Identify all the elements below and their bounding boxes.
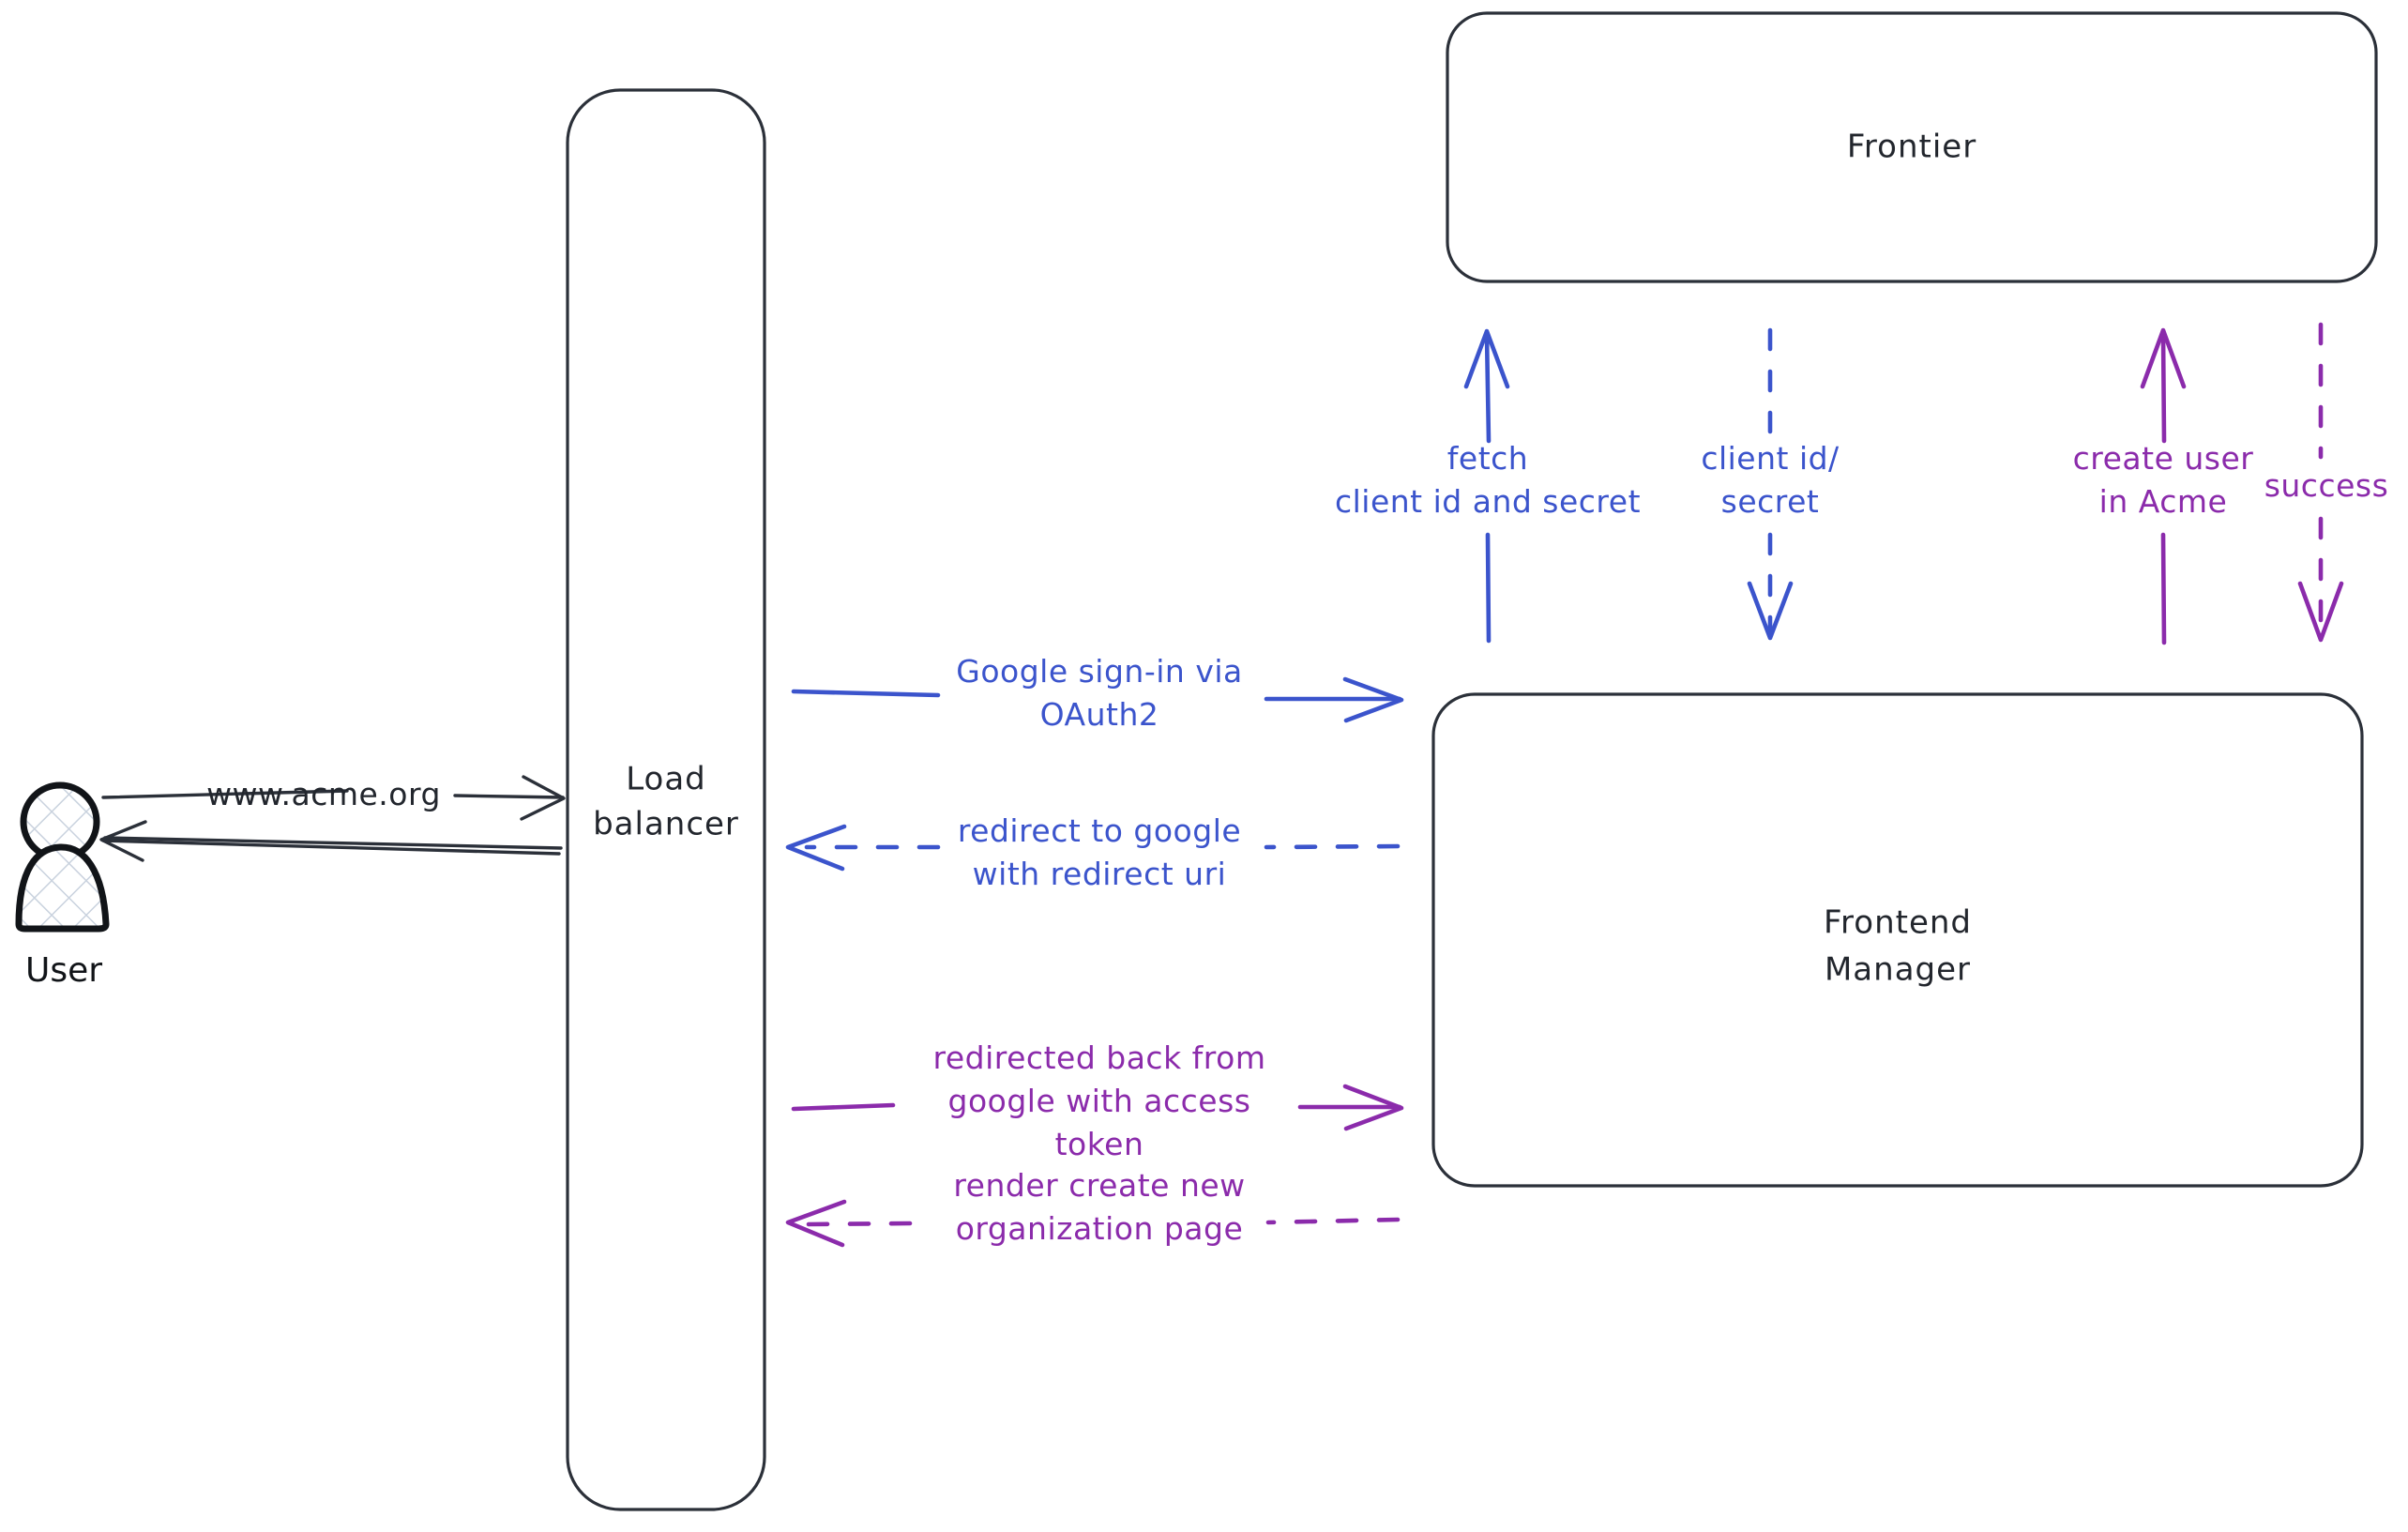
edge-label-redirect-line1: redirect to google <box>958 812 1241 849</box>
frontend-manager-label-line2: Manager <box>1825 951 1971 989</box>
edge-label-user-to-lb: www.acme.org <box>206 776 441 812</box>
frontend-manager-box <box>1431 692 2364 1188</box>
node-load-balancer[interactable]: Load balancer <box>566 88 766 1511</box>
edge-frontier-to-fm-success <box>2297 322 2344 643</box>
node-frontier[interactable]: Frontier <box>1446 11 2378 283</box>
edge-label-signin-line2: OAuth2 <box>1040 696 1159 733</box>
edge-label-success: success <box>2264 467 2389 504</box>
load-balancer-label-line1: Load <box>626 761 706 798</box>
edge-label-create-user-line2: in Acme <box>2099 483 2228 520</box>
edge-label-creds-line2: secret <box>1721 483 1820 520</box>
edge-lb-to-fm-token <box>791 1084 1404 1131</box>
edge-label-signin-line1: Google sign-in via <box>956 653 1242 690</box>
user-label: User <box>25 951 102 990</box>
edge-label-token-line3: token <box>1055 1126 1144 1162</box>
edge-label-fetch-line2: client id and secret <box>1335 483 1641 520</box>
edge-fm-to-lb-render <box>785 1199 1401 1248</box>
edge-label-render-line2: organization page <box>956 1210 1244 1247</box>
edge-label-fetch-line1: fetch <box>1447 440 1528 477</box>
edge-fm-to-frontier-create-user <box>2140 327 2187 645</box>
node-frontend-manager[interactable]: Frontend Manager <box>1431 692 2364 1188</box>
user-avatar-icon-body <box>15 843 110 933</box>
edge-frontier-to-fm-creds <box>1747 327 1794 641</box>
edge-lb-to-fm-signin <box>791 676 1404 723</box>
frontier-label: Frontier <box>1847 129 1976 166</box>
edge-label-create-user-line1: create user <box>2073 440 2254 477</box>
avatar <box>15 781 110 933</box>
frontend-manager-label-line1: Frontend <box>1824 904 1972 942</box>
load-balancer-box <box>566 88 766 1511</box>
edge-label-token-line2: google with access <box>948 1083 1251 1119</box>
edge-label-render-line1: render create new <box>953 1167 1245 1204</box>
edge-lb-to-user <box>99 820 563 862</box>
edge-fm-to-frontier-fetch <box>1463 328 1510 644</box>
edge-fm-to-lb-redirect <box>785 824 1401 872</box>
edge-label-token-line1: redirected back from <box>933 1039 1266 1076</box>
edge-label-creds-line1: client id/ <box>1701 440 1840 477</box>
load-balancer-label-line2: balancer <box>593 806 739 843</box>
edge-user-to-lb <box>101 775 566 821</box>
frontier-box <box>1446 11 2378 283</box>
edge-label-redirect-line2: with redirect uri <box>973 856 1227 892</box>
